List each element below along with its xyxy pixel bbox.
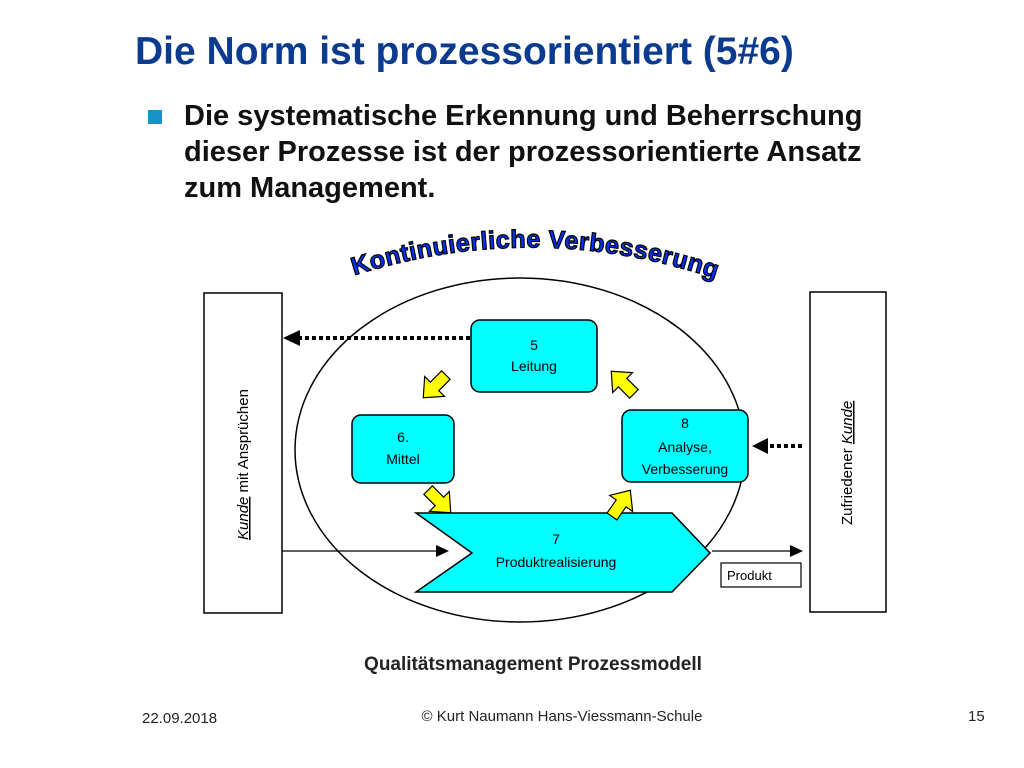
process-7-name: Produktrealisierung [496,554,617,570]
process-8-number: 8 [681,415,689,431]
process-box-7-produktrealisierung [413,512,712,593]
output-arrow-head [790,545,803,557]
input-arrow-head [436,545,449,557]
process-5-name: Leitung [511,358,557,374]
bullet-line-1: Die systematische Erkennung und Beherrsc… [184,100,863,132]
process-8-name-line1: Analyse, [658,439,712,455]
footer-date: 22.09.2018 [142,710,218,727]
feedback-dotted-arrow-head [283,330,300,346]
bullet-square-icon [148,110,162,124]
footer-page-number: 15 [968,708,985,725]
footer-copyright: © Kurt Naumann Hans-Viessmann-Schule [421,708,703,725]
process-8-name-line2: Verbesserung [642,461,728,477]
process-box-8-analyse [621,409,749,483]
process-box-5-leitung [470,319,598,393]
customer-requirements-label: Kunde mit Ansprüchen [235,389,252,540]
process-6-name: Mittel [386,451,419,467]
customer-requirements-box [203,292,283,614]
process-5-number: 5 [530,337,538,353]
cycle-arrow-5-to-6-icon [422,370,451,399]
diagram-caption: Qualitätsmanagement Prozessmodell [364,654,702,675]
cycle-arrow-6-to-7-icon [423,485,452,514]
satisfied-customer-label: Zufriedener Kunde [839,401,856,525]
process-7-number: 7 [552,531,560,547]
product-label: Produkt [727,568,772,583]
satisfied-customer-box [809,291,887,613]
bullet-point: Die systematische Erkennung und Beherrsc… [146,98,1006,210]
bullet-text: Die systematische Erkennung und Beherrsc… [184,98,1004,206]
bullet-line-2: dieser Prozesse ist der prozessorientier… [184,136,862,168]
cycle-arrow-8-to-5-icon [610,370,639,399]
process-box-6-mittel [351,414,455,484]
cycle-arrow-7-to-8-icon [606,489,634,521]
process-model-diagram: Kontinuierliche Verbesserung Kunde mit A… [203,225,887,675]
process-6-number: 6. [397,429,409,445]
input-dotted-arrow-head [752,438,768,454]
bullet-line-3: zum Management. [184,172,436,204]
product-label-box [720,562,802,588]
slide-title: Die Norm ist prozessorientiert (5#6) [135,30,794,73]
arc-title: Kontinuierliche Verbesserung [348,225,723,284]
